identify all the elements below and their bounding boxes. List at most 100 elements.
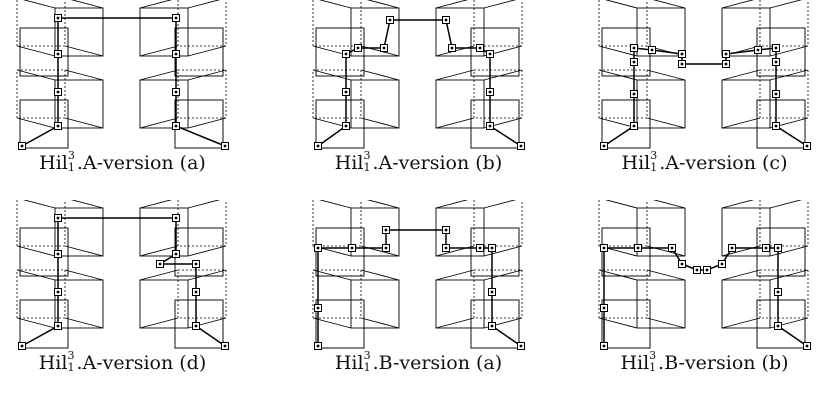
curve-node <box>648 46 656 54</box>
curve-node <box>668 244 676 252</box>
curve-node <box>774 288 782 296</box>
cube <box>315 299 365 349</box>
curve-node <box>314 142 322 150</box>
curve-node <box>54 250 62 258</box>
caption-base: Hil <box>334 152 364 174</box>
cube <box>435 69 523 129</box>
caption-subscript: 1 <box>649 361 657 374</box>
curve-node <box>754 46 762 54</box>
curve-node <box>703 266 711 274</box>
curve-node <box>772 90 780 98</box>
caption-superscript: 3 <box>67 349 75 362</box>
cube <box>312 269 400 329</box>
curve-node <box>693 266 701 274</box>
curve-node <box>678 260 686 268</box>
caption-suffix: .A-version (c) <box>659 152 788 174</box>
cube <box>756 299 806 349</box>
curve-node <box>172 88 180 96</box>
curve-node <box>488 244 496 252</box>
cube <box>470 227 520 277</box>
curve-path <box>603 47 808 147</box>
curve-node <box>774 244 782 252</box>
cube <box>19 27 69 77</box>
curve-node <box>803 342 811 350</box>
diagram-hilbert-curve <box>16 0 229 150</box>
cube <box>139 69 227 129</box>
curve-node <box>630 90 638 98</box>
curve-node <box>54 14 62 22</box>
curve-node <box>486 122 494 130</box>
curve-node <box>380 44 388 52</box>
cube <box>601 227 651 277</box>
curve-path <box>603 247 808 347</box>
curve-node <box>772 58 780 66</box>
curve-node <box>382 226 390 234</box>
diagram-hilbert-curve <box>16 200 229 350</box>
caption-superscript: 3 <box>363 349 371 362</box>
curve-node <box>18 142 26 150</box>
cube <box>470 99 520 149</box>
caption-base: Hil <box>334 352 364 374</box>
curve-node <box>600 142 608 150</box>
caption-suffix: .A-version (d) <box>76 352 207 374</box>
curve-node <box>486 88 494 96</box>
curve-node <box>342 50 350 58</box>
curve-node <box>630 58 638 66</box>
curve-path <box>317 19 522 147</box>
curve-node <box>600 244 608 252</box>
diagram-hilbert-curve <box>598 0 811 150</box>
curve-node <box>722 50 730 58</box>
curve-node <box>314 304 322 312</box>
curve-node <box>172 250 180 258</box>
cube <box>174 99 224 149</box>
cube <box>312 0 400 57</box>
caption-subscript: 1 <box>67 361 75 374</box>
cube <box>139 269 227 329</box>
curve-node <box>722 60 730 68</box>
curve-node <box>728 244 736 252</box>
curve-node <box>156 260 164 268</box>
caption-subscript: 1 <box>363 361 371 374</box>
caption-subscript: 1 <box>650 161 658 174</box>
curve-node <box>762 244 770 252</box>
cube <box>470 299 520 349</box>
cube <box>174 299 224 349</box>
cube <box>19 299 69 349</box>
curve-node <box>803 142 811 150</box>
cube <box>435 269 523 329</box>
cube <box>756 27 806 77</box>
caption-suffix: .A-version (b) <box>372 152 503 174</box>
cube <box>598 269 686 329</box>
curve-node <box>442 244 450 252</box>
cube <box>19 99 69 149</box>
cube <box>721 269 809 329</box>
curve-node <box>54 214 62 222</box>
curve-node <box>342 88 350 96</box>
curve-node <box>517 142 525 150</box>
curve-node <box>600 304 608 312</box>
curve-node <box>486 50 494 58</box>
curve-node <box>772 122 780 130</box>
curve-node <box>18 342 26 350</box>
cube <box>601 27 651 77</box>
curve-node <box>634 244 642 252</box>
curve-node <box>774 322 782 330</box>
curve-node <box>772 44 780 52</box>
cube <box>16 269 104 329</box>
caption-base: Hil <box>621 152 651 174</box>
curve-path <box>21 217 226 347</box>
caption-base: Hil <box>39 152 68 174</box>
